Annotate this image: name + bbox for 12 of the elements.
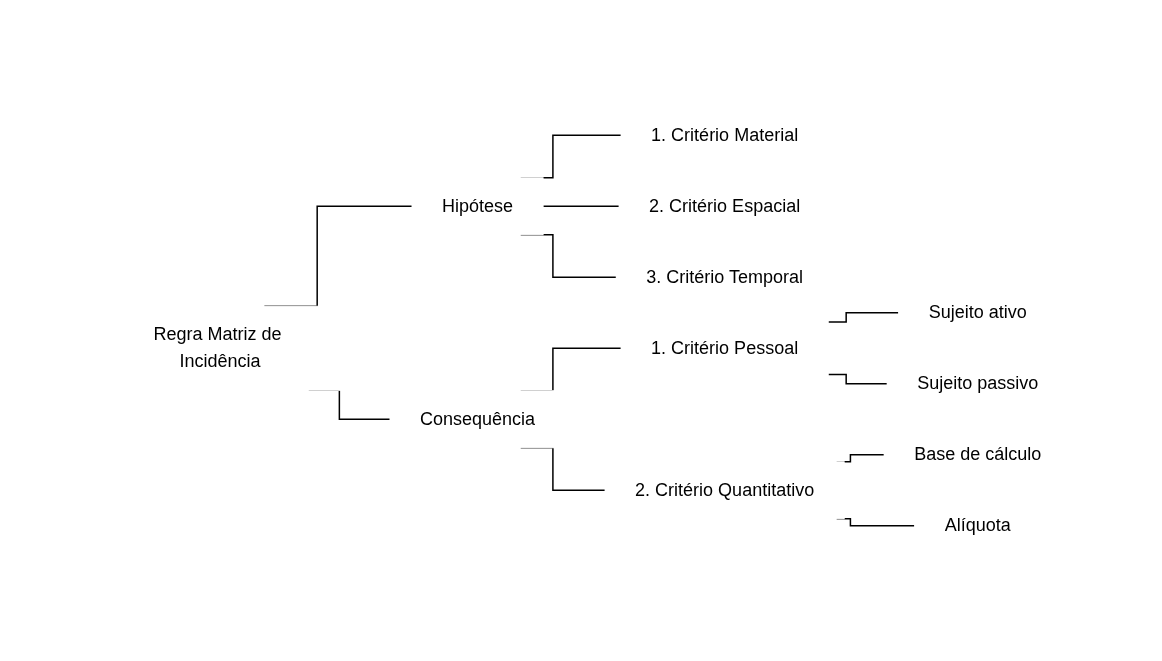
node-text: 3. Critério Temporal (646, 266, 804, 287)
node-text: 2. Critério Espacial (649, 195, 801, 216)
node-text: Sujeito ativo (929, 302, 1028, 323)
node-text: Sujeito passivo (917, 373, 1039, 394)
connector (542, 205, 621, 207)
node-text: Alíquota (945, 515, 1012, 536)
node-text: Base de cálculo (914, 444, 1042, 465)
connector (827, 312, 900, 323)
node-text: 1. Critério Material (651, 124, 799, 145)
node-text: 2. Critério Quantitativo (635, 479, 815, 500)
node-text: 1. Critério Pessoal (651, 337, 799, 358)
connector (827, 373, 889, 385)
